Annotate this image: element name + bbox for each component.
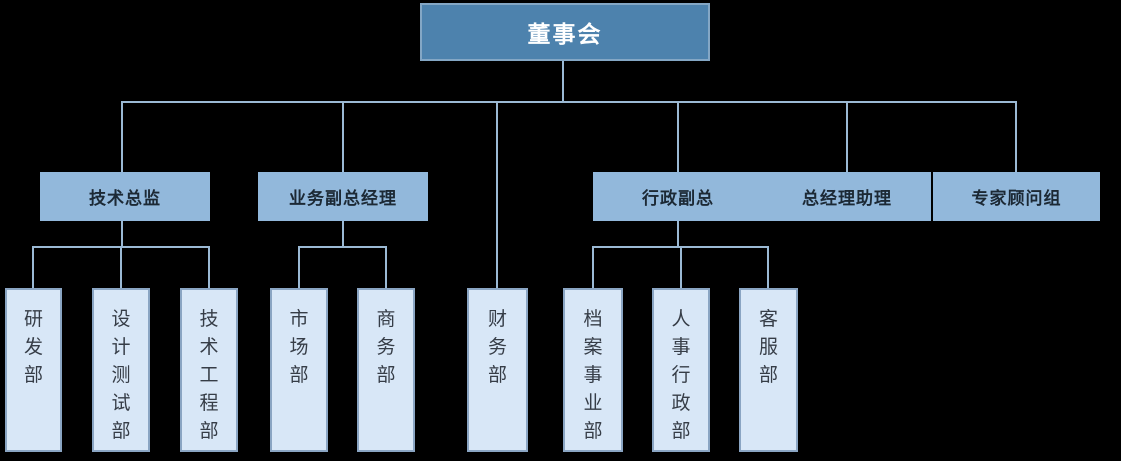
connector-drop-hr-admin-dept xyxy=(680,246,682,288)
connector-drop-expert-advisors xyxy=(1015,101,1017,172)
connector-root-riser xyxy=(562,61,564,102)
connector-drop-tech-director xyxy=(121,101,123,172)
org-node-business-deputy-gm-label: 业务副总经理 xyxy=(289,189,397,208)
connector-main-bus xyxy=(121,101,1017,103)
connector-drop-customer-service-dept xyxy=(767,246,769,288)
org-node-archives-dept-label: 档案事业部 xyxy=(583,309,603,442)
org-node-rd-dept[interactable]: 研发部 xyxy=(5,288,62,452)
org-node-tech-director-label: 技术总监 xyxy=(89,189,161,208)
org-node-expert-advisors-label: 专家顾问组 xyxy=(971,189,1062,208)
connector-admin-riser xyxy=(677,221,679,247)
connector-business-bus xyxy=(298,246,387,248)
org-node-admin-deputy-label: 行政副总 xyxy=(642,189,714,208)
org-node-board[interactable]: 董事会 xyxy=(420,3,710,61)
org-node-gm-assistant[interactable]: 总经理助理 xyxy=(763,172,931,221)
org-node-customer-service-dept[interactable]: 客服部 xyxy=(739,288,798,452)
connector-business-riser xyxy=(342,221,344,247)
connector-tech-riser xyxy=(121,221,123,247)
org-node-customer-service-dept-label: 客服部 xyxy=(758,309,778,386)
org-node-commerce-dept[interactable]: 商务部 xyxy=(357,288,415,452)
org-node-board-label: 董事会 xyxy=(527,21,603,47)
connector-drop-commerce-dept xyxy=(385,246,387,288)
connector-drop-marketing-dept xyxy=(298,246,300,288)
org-node-tech-director[interactable]: 技术总监 xyxy=(40,172,210,221)
org-node-design-test-dept[interactable]: 设计测试部 xyxy=(92,288,150,452)
org-node-finance-dept[interactable]: 财务部 xyxy=(467,288,528,452)
connector-drop-gm-assistant xyxy=(846,101,848,172)
org-node-marketing-dept[interactable]: 市场部 xyxy=(270,288,328,452)
org-node-business-deputy-gm[interactable]: 业务副总经理 xyxy=(258,172,428,221)
connector-drop-business-deputy xyxy=(342,101,344,172)
org-node-marketing-dept-label: 市场部 xyxy=(289,309,309,386)
org-node-admin-deputy[interactable]: 行政副总 xyxy=(593,172,763,221)
connector-drop-rd-dept xyxy=(32,246,34,288)
connector-drop-finance-dept xyxy=(496,101,498,288)
connector-drop-tech-engineering-dept xyxy=(208,246,210,288)
org-node-hr-admin-dept[interactable]: 人事行政部 xyxy=(652,288,710,452)
connector-drop-design-test-dept xyxy=(120,246,122,288)
org-node-hr-admin-dept-label: 人事行政部 xyxy=(671,309,691,442)
org-node-archives-dept[interactable]: 档案事业部 xyxy=(563,288,623,452)
connector-drop-archives-dept xyxy=(592,246,594,288)
org-node-rd-dept-label: 研发部 xyxy=(23,309,43,386)
org-node-commerce-dept-label: 商务部 xyxy=(376,309,396,386)
org-node-expert-advisors[interactable]: 专家顾问组 xyxy=(933,172,1100,221)
org-node-finance-dept-label: 财务部 xyxy=(487,309,507,386)
connector-drop-admin-deputy xyxy=(677,101,679,172)
org-node-tech-engineering-dept-label: 技术工程部 xyxy=(199,309,219,442)
org-node-gm-assistant-label: 总经理助理 xyxy=(802,189,892,208)
org-node-design-test-dept-label: 设计测试部 xyxy=(111,309,131,442)
org-node-tech-engineering-dept[interactable]: 技术工程部 xyxy=(180,288,238,452)
